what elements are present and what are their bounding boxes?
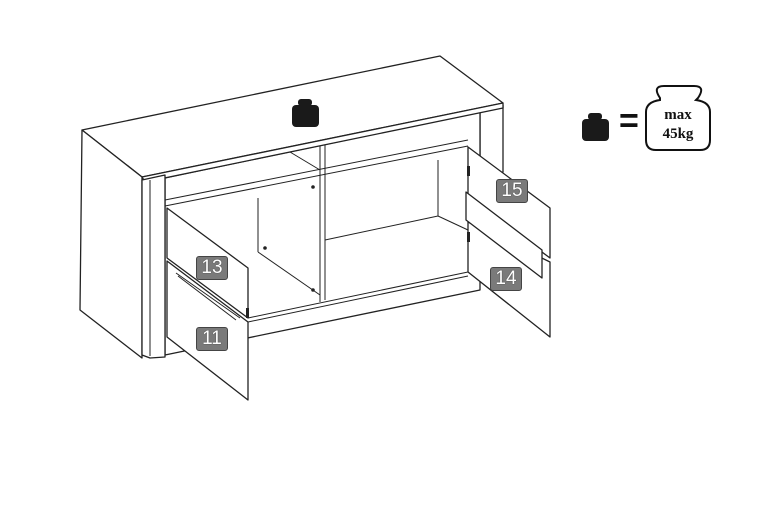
max-load-weight-icon: [645, 85, 711, 151]
part-label-11: 11: [196, 327, 228, 351]
left-side-panel: [79, 129, 143, 359]
weight-icon: [292, 99, 319, 127]
max-label: max: [664, 107, 692, 123]
door-inner-panel: [465, 191, 543, 279]
part-label-14: 14: [490, 267, 522, 291]
left-front-edge: [141, 174, 166, 359]
part-label-15: 15: [496, 179, 528, 203]
legend-weight-icon: [582, 113, 609, 141]
max-load-value: 45kg: [662, 126, 694, 142]
part-label-13: 13: [196, 256, 228, 280]
equals-sign: =: [619, 102, 639, 140]
